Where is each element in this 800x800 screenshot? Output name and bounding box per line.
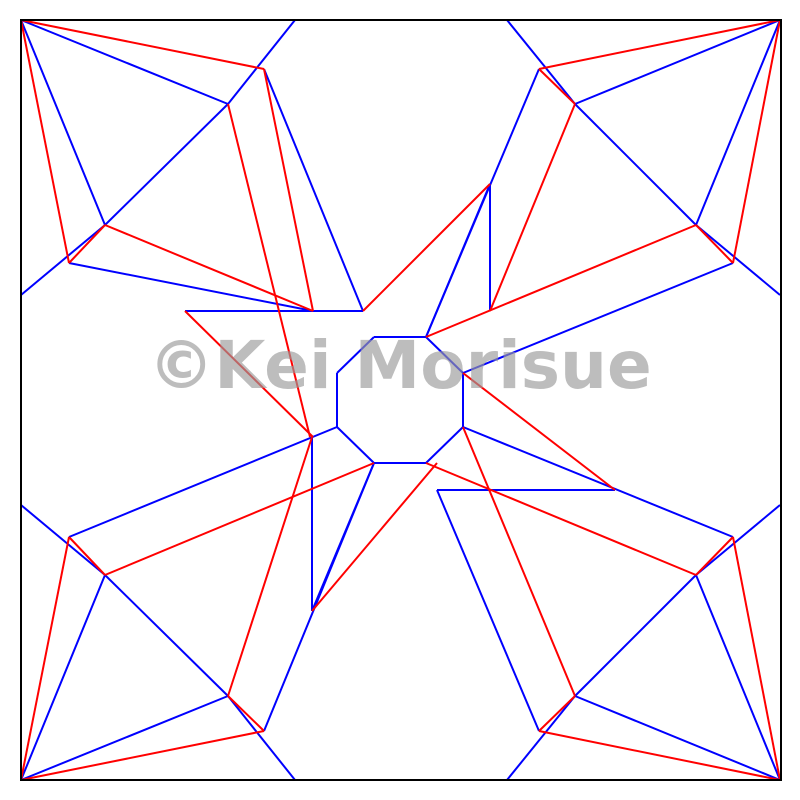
mountain-fold-line-25 (695, 536, 734, 576)
valley-fold-line-30 (227, 695, 296, 781)
valley-fold-line-9 (574, 19, 781, 105)
valley-fold-line-42 (436, 489, 540, 732)
mountain-fold-line-19 (227, 436, 313, 697)
mountain-fold-line-12 (489, 103, 576, 312)
mountain-fold-line-28 (462, 372, 616, 491)
mountain-fold-line-21 (311, 462, 438, 612)
valley-fold-line-23 (336, 426, 375, 464)
valley-fold-line-2 (104, 103, 229, 226)
valley-fold-line-6 (68, 262, 314, 312)
valley-fold-line-11 (695, 224, 781, 296)
valley-fold-line-40 (462, 426, 734, 538)
mountain-fold-line-9 (538, 68, 576, 105)
paper-border (20, 19, 782, 781)
valley-fold-line-38 (695, 574, 781, 781)
mountain-fold-line-24 (732, 536, 781, 781)
mountain-fold-line-27 (425, 462, 697, 576)
valley-fold-line-12 (695, 19, 781, 226)
mountain-fold-line-14 (362, 183, 491, 312)
mountain-fold-line-11 (695, 224, 734, 264)
valley-fold-line-1 (20, 19, 229, 105)
valley-fold-line-13 (506, 19, 576, 105)
mountain-fold-line-2 (263, 68, 314, 312)
valley-fold-line-36 (574, 574, 697, 697)
valley-fold-line-5 (227, 19, 296, 105)
mountain-fold-line-26 (462, 426, 576, 697)
valley-fold-lines (20, 19, 781, 781)
mountain-fold-line-16 (227, 695, 265, 732)
valley-fold-line-31 (68, 426, 338, 538)
valley-fold-line-17 (425, 68, 540, 338)
valley-fold-line-3 (20, 224, 106, 296)
mountain-fold-line-4 (68, 224, 106, 264)
valley-fold-line-37 (695, 504, 781, 576)
valley-fold-line-28 (20, 504, 106, 576)
mountain-fold-line-22 (538, 730, 781, 781)
mountain-fold-line-5 (104, 224, 314, 312)
valley-fold-line-10 (574, 103, 697, 226)
valley-fold-line-35 (574, 695, 781, 781)
mountain-fold-line-15 (20, 730, 265, 781)
valley-fold-line-19 (425, 336, 464, 374)
mountain-fold-line-3 (20, 19, 70, 264)
mountain-fold-line-1 (20, 19, 265, 70)
valley-fold-line-34 (263, 462, 375, 732)
valley-fold-line-21 (425, 426, 464, 464)
mountain-fold-line-18 (68, 536, 106, 576)
mountain-fold-line-17 (20, 536, 70, 781)
mountain-fold-line-20 (104, 462, 375, 576)
mountain-fold-line-8 (538, 19, 781, 70)
valley-fold-line-4 (20, 19, 106, 226)
mountain-fold-line-23 (538, 695, 576, 732)
mountain-fold-lines (20, 19, 781, 781)
mountain-fold-line-6 (227, 103, 311, 438)
valley-fold-line-39 (506, 695, 576, 781)
valley-fold-line-8 (263, 68, 364, 312)
valley-fold-line-25 (336, 336, 375, 374)
valley-fold-line-29 (20, 574, 106, 781)
valley-fold-line-26 (20, 695, 229, 781)
valley-fold-line-27 (104, 574, 229, 697)
mountain-fold-line-10 (732, 19, 781, 264)
valley-fold-line-14 (462, 262, 734, 374)
mountain-fold-line-7 (184, 310, 314, 438)
mountain-fold-line-13 (425, 224, 697, 338)
